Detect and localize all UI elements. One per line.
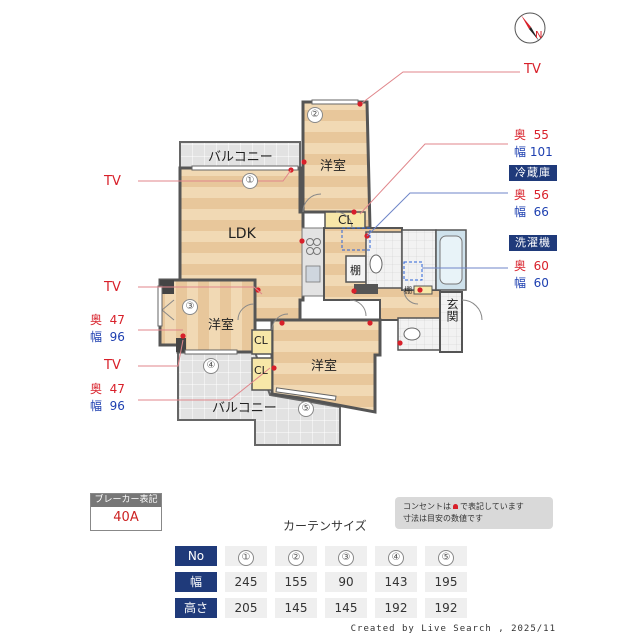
washer-tag: 洗濯機 (509, 235, 557, 251)
curtain-width-1: 245 (225, 572, 267, 592)
curtain-height-5: 192 (425, 598, 467, 618)
footer-credit: Created by Live Search , 2025/11 (350, 624, 556, 634)
window-number-4: ④ (203, 358, 219, 374)
room-western-right: 洋室 (311, 359, 338, 374)
notes-line1-b: で表記しています (460, 502, 524, 511)
curtain-title: カーテンサイズ (283, 519, 367, 533)
breaker-value: 40A (113, 510, 139, 525)
curtain-width-5: 195 (425, 572, 467, 592)
fridge-dims: 奥 56 幅 66 (514, 188, 549, 219)
window-number-2: ② (307, 107, 323, 123)
room-balcony-bottom: バルコニー (212, 401, 277, 416)
fridge-tag: 冷蔵庫 (509, 165, 557, 181)
tv-label-left-3: TV (104, 358, 121, 373)
room-ldk: LDK (228, 226, 256, 242)
curtain-header-5: ⑤ (425, 546, 467, 566)
curtain-header-no: No (175, 546, 217, 566)
compass-north-label: N (535, 30, 543, 41)
outlet-marker-icon (453, 504, 458, 509)
tv-label-top: TV (524, 62, 541, 77)
curtain-height-2: 145 (275, 598, 317, 618)
curtain-height-1: 205 (225, 598, 267, 618)
room-western-top: 洋室 (320, 159, 347, 174)
curtain-width-4: 143 (375, 572, 417, 592)
window-number-3: ③ (182, 299, 198, 315)
closet-label-3: CL (254, 364, 268, 377)
curtain-header-1: ① (225, 546, 267, 566)
closet-label-2: CL (254, 334, 268, 347)
washer-dims: 奥 60 幅 60 (514, 259, 549, 290)
breaker-box: ブレーカー表記 40A (90, 493, 162, 531)
breaker-label: ブレーカー表記 (91, 494, 161, 507)
curtain-height-4: 192 (375, 598, 417, 618)
room-balcony-top: バルコニー (208, 150, 273, 165)
compass-icon (514, 12, 546, 44)
room-western-left: 洋室 (208, 318, 235, 333)
floor-plan (138, 71, 520, 446)
room-genkan: 玄関 (445, 298, 459, 322)
window-number-1: ① (242, 173, 258, 189)
closet-label-1: CL (338, 213, 354, 227)
shelf-label-1: 棚 (350, 264, 361, 277)
curtain-header-4: ④ (375, 546, 417, 566)
curtain-width-2: 155 (275, 572, 317, 592)
notes-line2: 寸法は目安の数値です (403, 514, 483, 523)
curtain-height-3: 145 (325, 598, 367, 618)
left-dims-b: 奥 47 幅 96 (90, 382, 125, 413)
shelf-label-2: 棚 (404, 286, 412, 295)
notes-line1-a: コンセントは (403, 502, 451, 511)
compass: N (512, 10, 548, 46)
curtain-row-width-label: 幅 (175, 572, 217, 592)
tv-label-left-1: TV (104, 174, 121, 189)
curtain-width-3: 90 (325, 572, 367, 592)
window-number-5: ⑤ (298, 401, 314, 417)
curtain-header-2: ② (275, 546, 317, 566)
curtain-row-height-label: 高さ (175, 598, 217, 618)
tv-label-left-2: TV (104, 280, 121, 295)
notes-box: コンセントはで表記しています 寸法は目安の数値です (395, 497, 553, 529)
curtain-header-3: ③ (325, 546, 367, 566)
callout-dims-right-top: 奥 55 幅 101 (514, 128, 553, 159)
left-dims-a: 奥 47 幅 96 (90, 313, 125, 344)
